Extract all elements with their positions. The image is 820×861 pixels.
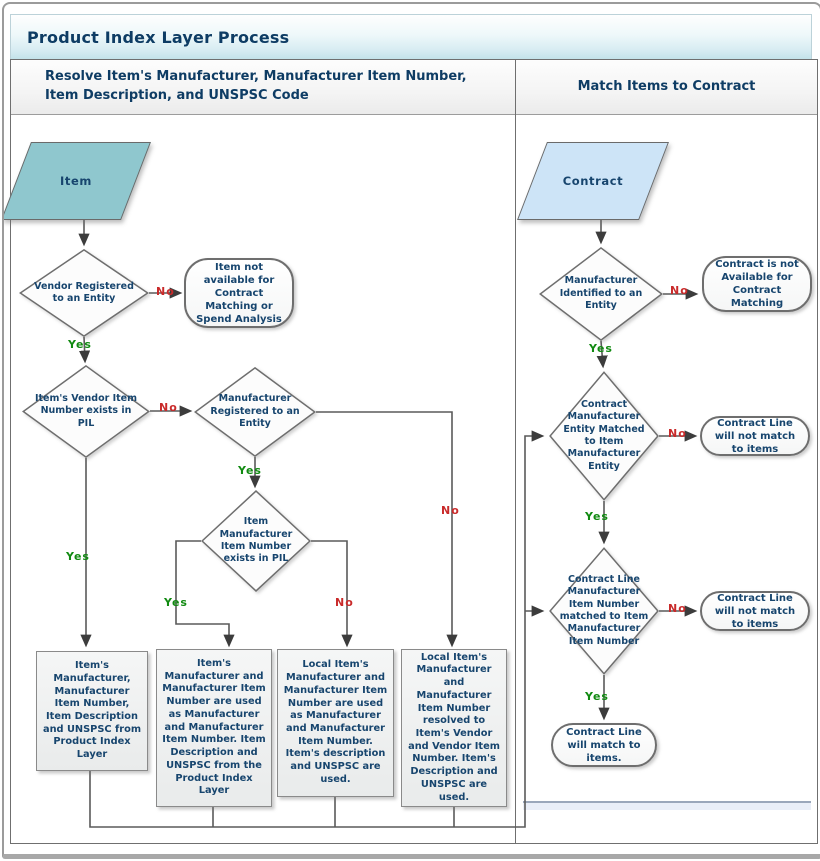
lane-match-contract-header: Match Items to Contract xyxy=(516,60,817,115)
terminal-no-match-line-label: Contract Line will not match to items xyxy=(714,592,796,630)
start-item-label: Item xyxy=(60,173,92,188)
branch-label-yes: Yes xyxy=(68,338,92,351)
process-pil-resolved-label: Item's Manufacturer, Manufacturer Item N… xyxy=(42,660,142,761)
terminal-will-match-label: Contract Line will match to items. xyxy=(566,726,642,764)
process-local-used: Local Item's Manufacturer and Manufactur… xyxy=(277,649,394,797)
start-contract-label: Contract xyxy=(562,173,624,188)
decision-manufacturer-item-number: Item Manufacturer Item Number exists in … xyxy=(201,490,311,592)
decision-manufacturer-registered-label: Manufacturer Registered to an Entity xyxy=(210,393,300,430)
terminal-will-match: Contract Line will match to items. xyxy=(551,723,657,767)
branch-label-yes: Yes xyxy=(164,596,188,609)
start-item-node: Item xyxy=(4,142,151,220)
branch-label-no: No xyxy=(335,596,354,609)
branch-label-no: No xyxy=(668,427,687,440)
right-lane-divider xyxy=(523,801,811,810)
branch-label-no: No xyxy=(156,285,175,298)
decision-vendor-registered-label: Vendor Registered to an Entity xyxy=(34,280,134,304)
terminal-no-match-entity-label: Contract Line will not match to items xyxy=(714,417,796,455)
lane-resolve-item-header: Resolve Item's Manufacturer, Manufacture… xyxy=(11,60,515,115)
decision-line-item-matched-label: Contract Line Manufacturer Item Number m… xyxy=(559,573,649,647)
lane-resolve-item-title: Resolve Item's Manufacturer, Manufacture… xyxy=(45,69,467,103)
process-manufacturer-used: Item's Manufacturer and Manufacturer Ite… xyxy=(156,649,272,807)
decision-entity-matched: Contract Manufacturer Entity Matched to … xyxy=(549,371,659,501)
branch-label-no: No xyxy=(670,284,689,297)
process-local-resolved: Local Item's Manufacturer and Manufactur… xyxy=(401,649,507,807)
terminal-contract-not-available: Contract is not Available for Contract M… xyxy=(702,256,812,312)
terminal-item-not-available: Item not available for Contract Matching… xyxy=(184,258,294,328)
process-local-resolved-label: Local Item's Manufacturer and Manufactur… xyxy=(408,651,500,803)
branch-label-yes: Yes xyxy=(66,550,90,563)
terminal-item-not-available-label: Item not available for Contract Matching… xyxy=(196,261,282,325)
diagram-header: Product Index Layer Process xyxy=(10,14,812,61)
branch-label-yes: Yes xyxy=(585,510,609,523)
process-manufacturer-used-label: Item's Manufacturer and Manufacturer Ite… xyxy=(162,657,266,797)
decision-manufacturer-identified-label: Manufacturer Identified to an Entity xyxy=(559,275,643,312)
decision-vendor-item-number: Item's Vendor Item Number exists in PIL xyxy=(22,365,150,458)
terminal-no-match-entity: Contract Line will not match to items xyxy=(700,416,810,456)
branch-label-yes: Yes xyxy=(238,464,262,477)
lane-match-contract-title: Match Items to Contract xyxy=(577,78,756,94)
terminal-contract-not-available-label: Contract is not Available for Contract M… xyxy=(715,259,799,309)
page-title: Product Index Layer Process xyxy=(27,27,290,47)
decision-manufacturer-registered: Manufacturer Registered to an Entity xyxy=(194,367,316,457)
branch-label-yes: Yes xyxy=(585,690,609,703)
branch-label-no: No xyxy=(441,504,460,517)
decision-vendor-item-number-label: Item's Vendor Item Number exists in PIL xyxy=(34,392,138,429)
branch-label-yes: Yes xyxy=(589,342,613,355)
process-local-used-label: Local Item's Manufacturer and Manufactur… xyxy=(283,659,388,785)
terminal-no-match-line: Contract Line will not match to items xyxy=(700,591,810,631)
decision-manufacturer-identified: Manufacturer Identified to an Entity xyxy=(539,247,663,341)
start-contract-node: Contract xyxy=(517,142,669,220)
decision-line-item-matched: Contract Line Manufacturer Item Number m… xyxy=(549,547,659,675)
branch-label-no: No xyxy=(668,602,687,615)
decision-manufacturer-item-number-label: Item Manufacturer Item Number exists in … xyxy=(219,516,293,565)
branch-label-no: No xyxy=(159,401,178,414)
decision-entity-matched-label: Contract Manufacturer Entity Matched to … xyxy=(563,398,645,472)
process-pil-resolved: Item's Manufacturer, Manufacturer Item N… xyxy=(36,651,148,771)
decision-vendor-registered: Vendor Registered to an Entity xyxy=(19,249,149,337)
